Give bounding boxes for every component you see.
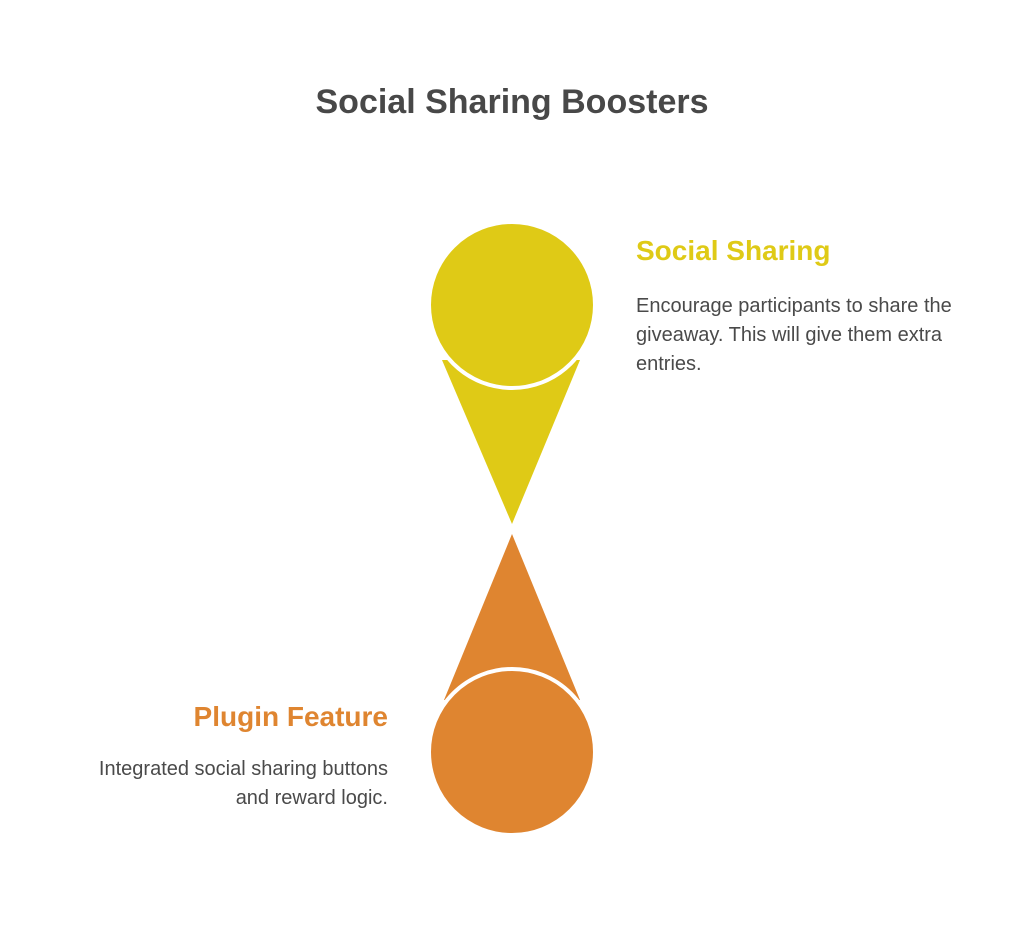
social-sharing-heading: Social Sharing (636, 235, 831, 266)
diagram-title: Social Sharing Boosters (315, 83, 709, 121)
plugin-feature-description: Integrated social sharing buttons and re… (98, 758, 388, 809)
plugin-feature-heading: Plugin Feature (193, 701, 388, 732)
bottom-cone-shape (444, 534, 580, 700)
top-circle-shape (427, 220, 597, 390)
bottom-circle-shape (427, 667, 597, 837)
top-cone-shape (442, 360, 580, 524)
social-sharing-description: Encourage participants to share the give… (636, 295, 952, 375)
